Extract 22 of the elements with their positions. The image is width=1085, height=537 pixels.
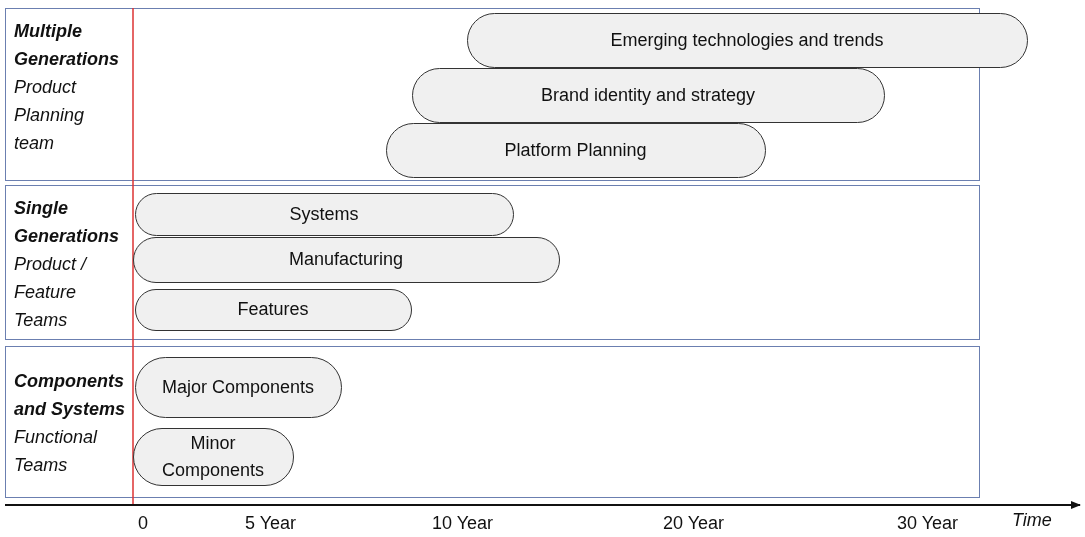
timeline-bar: Features (134, 288, 412, 331)
axis-tick-label: 30 Year (897, 513, 959, 534)
band-heading: Multiple Generations (14, 20, 121, 71)
band-heading: Components and Systems (14, 370, 127, 421)
swimlane-band (5, 185, 980, 340)
timeline-bar: Major Components (134, 356, 342, 418)
timeline-bar: Minor Components (132, 427, 294, 486)
band-subtitle: Product / Feature Teams (14, 253, 89, 332)
band-subtitle: Functional Teams (14, 426, 99, 477)
timeline-bar: Platform Planning (385, 122, 766, 178)
band-subtitle: Product Planning team (14, 76, 86, 155)
axis-tick-label: 5 Year (245, 513, 297, 534)
timeline-bar: Emerging technologies and trends (466, 12, 1028, 68)
axis-tick-label: 20 Year (663, 513, 725, 534)
timeline-bar: Manufacturing (132, 236, 560, 283)
swimlane-band (5, 346, 980, 498)
axis-title: Time (1012, 510, 1052, 531)
timeline-bar: Brand identity and strategy (411, 67, 885, 123)
axis-tick-label: 10 Year (432, 513, 494, 534)
timeline-bar: Systems (134, 192, 514, 236)
band-heading: Single Generations (14, 197, 121, 248)
axis-tick-label: 0 (138, 513, 148, 534)
